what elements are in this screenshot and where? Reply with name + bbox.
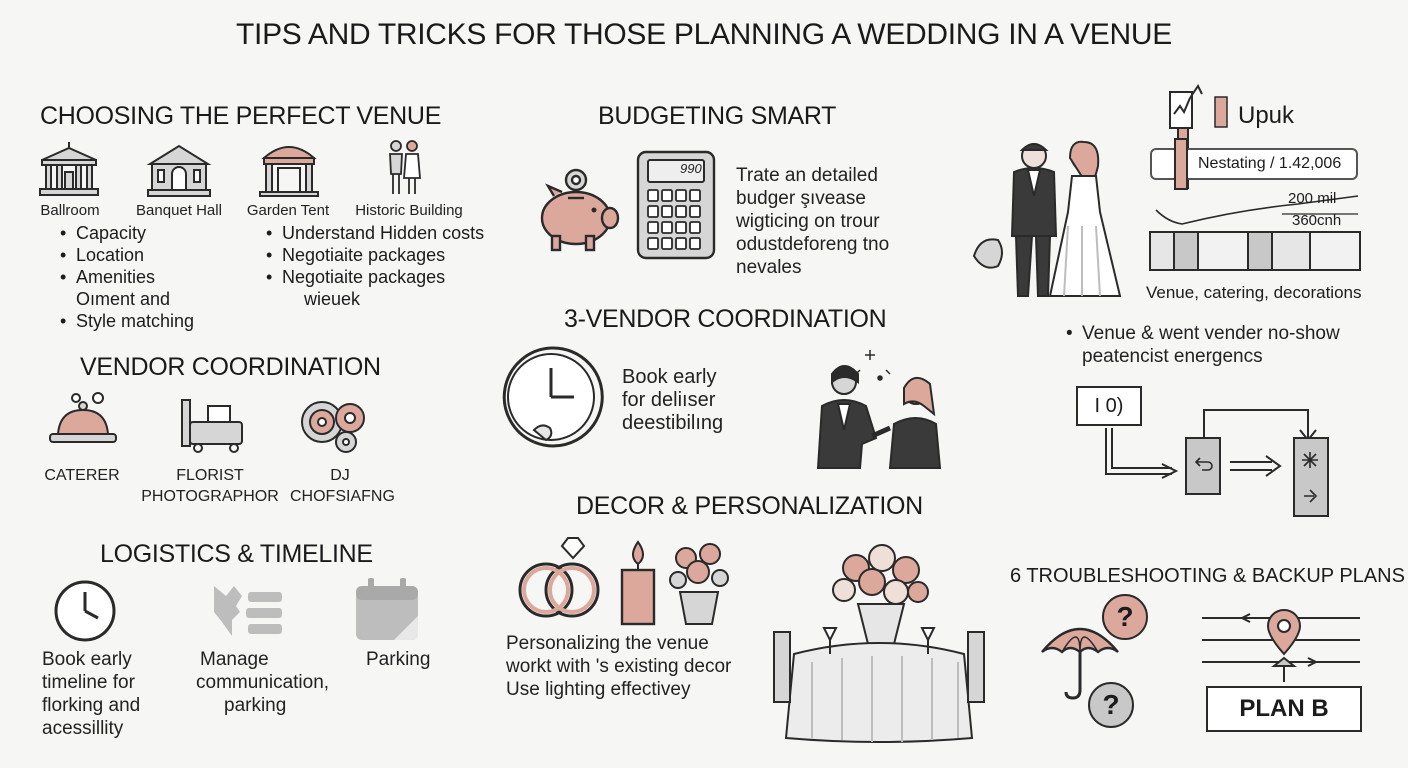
clock-icon (54, 580, 116, 642)
communication-icon (214, 586, 282, 636)
florist-label: FLORIST (176, 467, 244, 484)
list-item: Negotiaite packages (266, 244, 484, 266)
calculator-key (689, 205, 701, 218)
dj-sublabel: CHOFSIAFNG (290, 488, 395, 505)
venue-cost-list: Understand Hidden costs Negotiaite packa… (266, 222, 484, 310)
calculator-display: 990 (680, 161, 702, 176)
logistics-heading: LOGISTICS & TIMELINE (100, 540, 373, 568)
logistics-text-2: Manage communication, parking (196, 649, 330, 716)
vendor-mid-text: Book early for deliıser deestibilıng (622, 366, 724, 434)
florist-photographer-icon (181, 399, 243, 453)
trend-line-chart (1149, 195, 1361, 271)
calculator-key (661, 205, 673, 218)
flow-diagram (1105, 409, 1329, 517)
calendar-icon (356, 578, 418, 640)
calculator-key (675, 189, 687, 202)
calculator-icon (636, 150, 716, 260)
stat-value-2: 360cnh (1292, 212, 1342, 229)
list-item: Understand Hidden costs (266, 222, 484, 244)
venue-criteria-list: Capacity Location Amenities Oıment and S… (60, 222, 194, 332)
decor-text: Personalizing the venue workt with 's ex… (506, 633, 732, 700)
calculator-key (675, 205, 687, 218)
list-item: Negotiaite packages (266, 266, 484, 288)
reception-table-icon (773, 544, 985, 743)
calculator-key (689, 237, 701, 250)
calculator-key (661, 189, 673, 202)
venue-heading: CHOOSING THE PERFECT VENUE (40, 102, 442, 130)
piggy-bank-icon (540, 168, 620, 252)
backup-route-diagram (1202, 609, 1360, 682)
venue-type-historic-building: Historic Building (355, 202, 463, 219)
stat-bar-marker (1174, 138, 1188, 190)
banquet-hall-icon (146, 144, 212, 197)
umbrella-icon (1041, 627, 1119, 700)
dj-icon (301, 401, 365, 453)
ballroom-icon (39, 142, 99, 196)
calculator-key (647, 237, 659, 250)
clock-icon (502, 346, 604, 448)
flower-vase-icon (669, 543, 729, 625)
page-title: TIPS AND TRICKS FOR THOSE PLANNING A WED… (236, 18, 1172, 51)
vendor-coordination-heading: VENDOR COORDINATION (80, 353, 381, 381)
photographer-label: PHOTOGRAPHOR (141, 488, 279, 505)
vendor-meeting-icon (816, 350, 942, 469)
calculator-key (661, 221, 673, 234)
list-item: Capacity (60, 222, 194, 244)
calculator-key (647, 205, 659, 218)
list-item: wieuek (304, 289, 361, 309)
troubleshooting-heading: 6 TROUBLESHOOTING & BACKUP PLANS (1010, 565, 1405, 587)
candle-icon (620, 540, 656, 626)
logistics-text-1: Book early timeline for florking and ace… (42, 649, 141, 739)
venue-type-garden-tent: Garden Tent (246, 202, 330, 219)
flow-box: I 0) (1076, 386, 1142, 426)
cost-caption: Venue, catering, decorations (1146, 283, 1362, 302)
caterer-icon (49, 392, 117, 443)
venue-type-ballroom: Ballroom (40, 202, 100, 219)
historic-building-couple-icon (389, 140, 421, 194)
calculator-key (675, 237, 687, 250)
logistics-text-3: Parking (366, 649, 431, 670)
list-item: Location (60, 244, 194, 266)
calculator-key (689, 221, 701, 234)
list-item: Oıment and (76, 289, 171, 309)
caterer-label: CATERER (44, 467, 120, 484)
dj-label: DJ (330, 467, 350, 484)
calculator-key (675, 221, 687, 234)
list-item: Amenities (60, 266, 194, 288)
question-badge: ? (1088, 682, 1134, 728)
stat-value-1: 200 mil (1288, 190, 1337, 207)
garden-tent-icon (259, 146, 319, 197)
legend-swatch (1214, 96, 1228, 128)
calculator-key (647, 221, 659, 234)
calculator-key (647, 189, 659, 202)
venue-type-banquet-hall: Banquet Hall (136, 202, 222, 219)
rings-icon (518, 537, 600, 618)
question-badge: ? (1102, 594, 1148, 640)
list-item: Style matching (60, 310, 194, 332)
budgeting-heading: BUDGETING SMART (598, 102, 837, 130)
decor-heading: DECOR & PERSONALIZATION (576, 492, 923, 520)
plan-b-box: PLAN B (1206, 686, 1362, 732)
stat-bar-label: Nestating / 1.42,006 (1198, 155, 1342, 172)
risk-note: •Venue & went vender no-show peatencist … (1066, 323, 1340, 367)
calculator-key (689, 189, 701, 202)
couple-illustration (972, 140, 1122, 297)
budget-text: Trate an detailed budger şıvease wigtici… (736, 165, 890, 278)
vendor-coordination-mid-heading: 3-VENDOR COORDINATION (564, 305, 887, 333)
calculator-key (661, 237, 673, 250)
upuk-label: Upuk (1238, 102, 1295, 129)
